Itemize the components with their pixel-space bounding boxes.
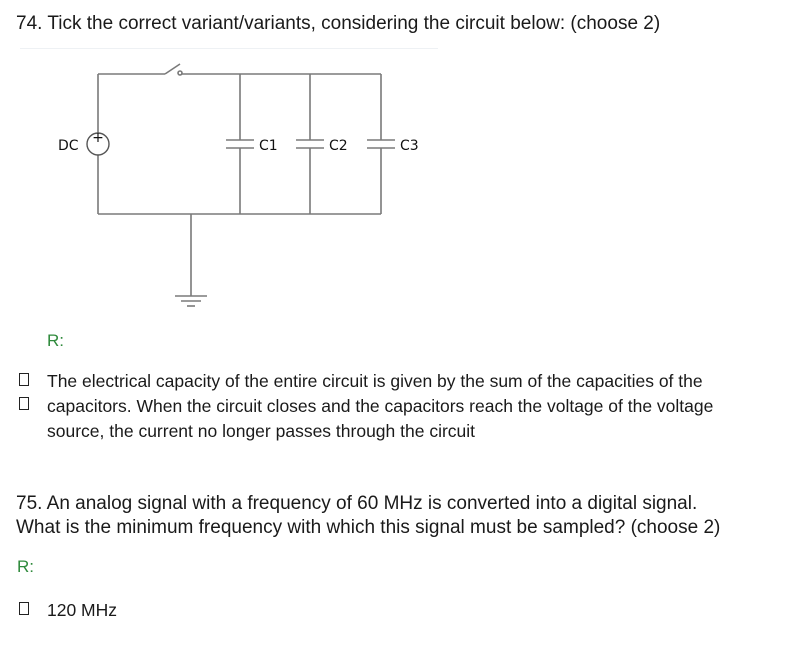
answer-line: The electrical capacity of the entire ci… — [47, 371, 703, 391]
circuit-diagram: + DC C1 C2 C3 — [58, 63, 419, 307]
capacitor-label-c3: C3 — [400, 138, 419, 154]
answer-text: The electrical capacity of the entire ci… — [47, 369, 713, 444]
option-text: 120 MHz — [47, 600, 118, 620]
dc-source-icon — [86, 132, 110, 156]
source-plus-sign: + — [92, 130, 104, 146]
capacitor-label-c1: C1 — [259, 138, 278, 154]
capacitor-label-c2: C2 — [329, 138, 348, 154]
dc-source-label: DC — [58, 138, 79, 154]
answer-checkbox[interactable] — [19, 397, 29, 410]
response-label: R: — [17, 557, 34, 576]
switch-contact — [177, 70, 183, 76]
question-75-title: 75. An analog signal with a frequency of… — [16, 492, 786, 540]
answer-line: source, the current no longer passes thr… — [47, 421, 476, 441]
question-74-title: 74. Tick the correct variant/variants, c… — [16, 13, 661, 34]
answer-line: capacitors. When the circuit closes and … — [47, 396, 714, 416]
question-75-line: 75. An analog signal with a frequency of… — [16, 493, 698, 514]
question-75-line: What is the minimum frequency with which… — [16, 517, 721, 538]
response-label: R: — [47, 331, 64, 350]
answer-checkbox[interactable] — [19, 373, 29, 386]
switch-blade — [164, 63, 181, 75]
option-checkbox[interactable] — [19, 602, 29, 615]
divider — [20, 48, 438, 49]
